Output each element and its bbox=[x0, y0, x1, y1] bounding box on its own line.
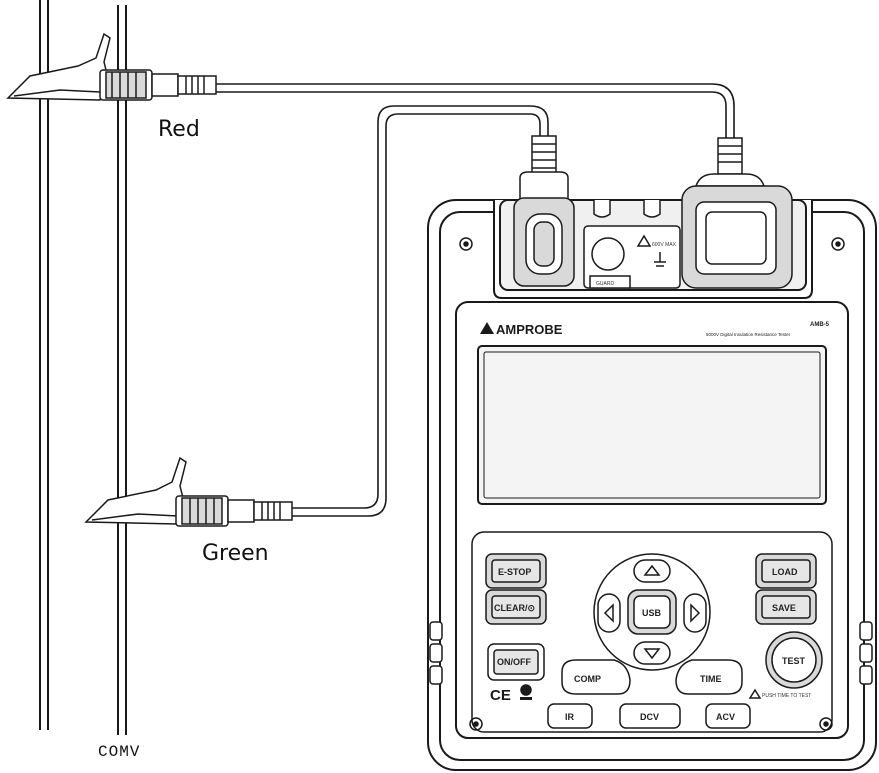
brand-name: AMPROBE bbox=[496, 322, 563, 337]
test-caption: PUSH TIME TO TEST bbox=[762, 693, 811, 699]
red-lead-plug bbox=[681, 137, 793, 289]
estop-button[interactable]: E-STOP bbox=[485, 553, 547, 589]
terminal-notches bbox=[593, 200, 661, 218]
time-button[interactable]: TIME bbox=[675, 659, 743, 695]
meter-face-panel bbox=[455, 301, 849, 739]
svg-text:ACV: ACV bbox=[716, 712, 735, 722]
right-arrow-button[interactable] bbox=[683, 593, 707, 633]
right-arrow-icon bbox=[690, 603, 701, 623]
clear-button[interactable]: CLEAR/⊙ bbox=[485, 589, 547, 625]
green-lead-label: Green bbox=[202, 541, 269, 566]
left-arrow-button[interactable] bbox=[597, 593, 621, 633]
warning-icon bbox=[748, 688, 762, 699]
svg-text:DCV: DCV bbox=[640, 712, 659, 722]
usb-button[interactable]: USB bbox=[627, 589, 677, 635]
screw-icon bbox=[459, 237, 845, 731]
svg-text:E-STOP: E-STOP bbox=[498, 567, 531, 577]
down-arrow-button[interactable] bbox=[633, 641, 671, 665]
conductor-rails bbox=[39, 0, 127, 735]
green-lead-wire bbox=[290, 105, 549, 517]
svg-text:IR: IR bbox=[565, 712, 575, 722]
navigation-dpad: USB bbox=[593, 553, 711, 671]
amprobe-logo-icon bbox=[480, 322, 494, 334]
ce-mark: CE bbox=[490, 687, 511, 704]
guard-terminal: GUARD 600V MAX bbox=[583, 225, 681, 289]
svg-text:CLEAR/⊙: CLEAR/⊙ bbox=[494, 603, 535, 613]
dcv-button[interactable]: DCV bbox=[619, 703, 681, 729]
load-button[interactable]: LOAD bbox=[755, 553, 817, 589]
lcd-screen bbox=[477, 345, 827, 505]
terminal-warning: 600V MAX bbox=[652, 242, 677, 248]
svg-text:USB: USB bbox=[642, 608, 662, 618]
red-lead-label: Red bbox=[158, 117, 200, 142]
keypad-panel bbox=[471, 531, 833, 733]
comp-button[interactable]: COMP bbox=[561, 659, 631, 695]
left-arrow-icon bbox=[603, 603, 614, 623]
model-subtitle: 5000V Digital Insulation Resistance Test… bbox=[706, 332, 791, 337]
insulation-tester: GUARD 600V MAX AMPROBE AMB-5 5000V Digit… bbox=[427, 135, 877, 771]
model-number: AMB-5 bbox=[810, 322, 830, 328]
red-alligator-clip bbox=[6, 32, 217, 101]
conductor-label: COMV bbox=[98, 743, 140, 761]
svg-text:ON/OFF: ON/OFF bbox=[497, 657, 531, 667]
up-arrow-icon bbox=[643, 564, 661, 576]
certification-icon bbox=[520, 684, 532, 700]
guard-label: GUARD bbox=[596, 281, 614, 287]
svg-text:TIME: TIME bbox=[700, 674, 722, 684]
ir-button[interactable]: IR bbox=[547, 703, 593, 729]
green-lead-plug bbox=[513, 135, 575, 287]
red-lead-wire bbox=[215, 83, 735, 140]
test-button[interactable]: TEST bbox=[765, 631, 823, 689]
down-arrow-icon bbox=[643, 648, 661, 660]
up-arrow-button[interactable] bbox=[633, 559, 671, 583]
acv-button[interactable]: ACV bbox=[705, 703, 751, 729]
green-alligator-clip bbox=[84, 456, 293, 527]
save-button[interactable]: SAVE bbox=[755, 589, 817, 625]
side-grips bbox=[429, 621, 873, 685]
svg-text:COMP: COMP bbox=[574, 674, 601, 684]
svg-text:LOAD: LOAD bbox=[772, 567, 798, 577]
svg-text:SAVE: SAVE bbox=[772, 603, 796, 613]
svg-text:TEST: TEST bbox=[782, 656, 806, 666]
onoff-button[interactable]: ON/OFF bbox=[487, 643, 545, 681]
